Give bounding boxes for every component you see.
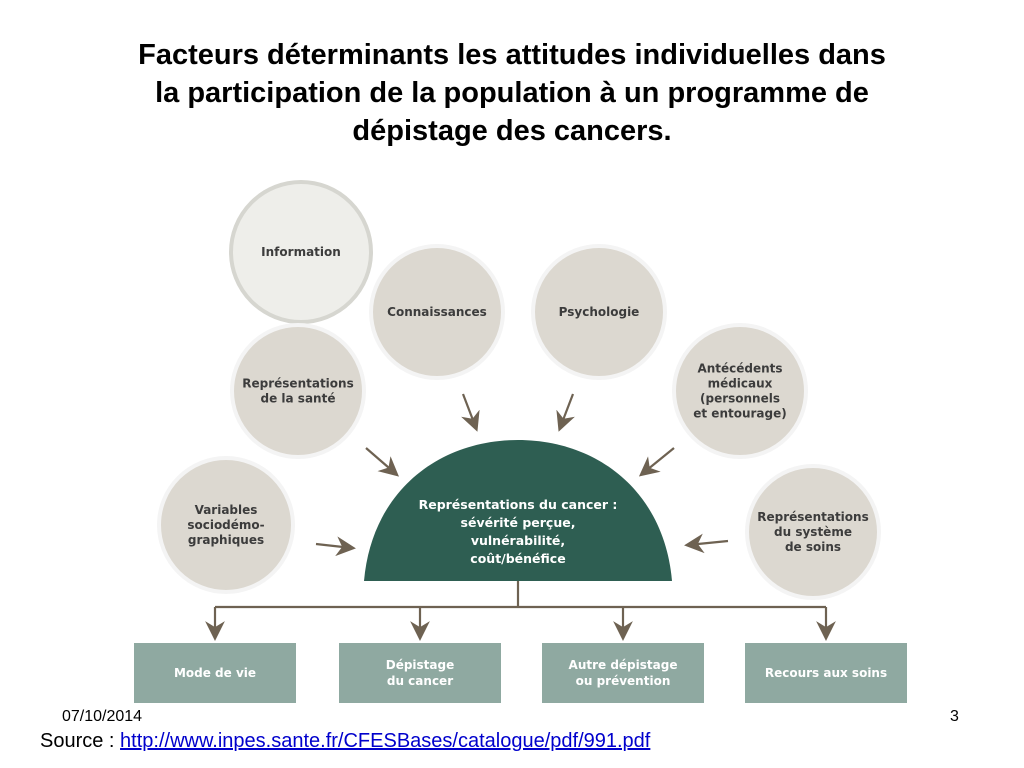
outcome-label-line: Dépistage (386, 658, 455, 672)
factor-label-line: de la santé (261, 392, 336, 406)
outcome-label-line: Mode de vie (174, 666, 256, 680)
title-line-2: la participation de la population à un p… (155, 77, 869, 109)
factor-arrow-3 (365, 447, 399, 477)
factor-arrow-2 (556, 393, 575, 432)
center-label-line: Représentations du cancer : (419, 497, 618, 512)
factor-label-line: (personnels (700, 392, 780, 406)
factor-label-line: Connaissances (387, 305, 487, 319)
factor-psychologie: Psychologie (531, 244, 667, 380)
outcome-label-line: ou prévention (576, 674, 671, 688)
center-dome: Représentations du cancer : sévérité perç… (364, 440, 672, 581)
outcome-label-line: du cancer (387, 674, 453, 688)
outcome-label-line: Recours aux soins (765, 666, 887, 680)
factor-circle (229, 180, 373, 324)
outcome-boxes: Mode de vie Dépistage du cancer Autre dépis… (134, 643, 907, 703)
factor-label-line: Variables (195, 503, 258, 517)
factor-label-line: Représentations (242, 377, 353, 391)
dome-shape (364, 440, 672, 581)
factor-label-line: Représentations (757, 510, 868, 524)
factor-circle (672, 323, 808, 459)
center-representation: Représentations du cancer : sévérité perç… (364, 440, 672, 581)
outcome-box (339, 643, 501, 703)
factor-label-line: et entourage) (693, 407, 787, 421)
factor-information: Information (229, 180, 373, 324)
center-label-line: coût/bénéfice (470, 551, 565, 566)
source-link[interactable]: http://www.inpes.sante.fr/CFESBases/cata… (120, 730, 651, 752)
factor-circle (230, 323, 366, 459)
source-label: Source : (40, 730, 121, 752)
outcome-label-line: Autre dépistage (569, 658, 678, 672)
outcome-box (134, 643, 296, 703)
outcome-recours-soins: Recours aux soins (745, 643, 907, 703)
title-line-1: Facteurs déterminants les attitudes indi… (138, 39, 886, 71)
factor-label-line: médicaux (708, 377, 773, 391)
page-number: 3 (950, 708, 959, 725)
footer-date: 07/10/2014 (62, 708, 143, 725)
factor-circle (531, 244, 667, 380)
source-line: Source : http://www.inpes.sante.fr/CFESB… (40, 730, 650, 753)
outcome-mode-de-vie: Mode de vie (134, 643, 296, 703)
factor-label-line: du système (774, 525, 852, 539)
factor-circle (157, 456, 295, 594)
outcome-depistage-cancer: Dépistage du cancer (339, 643, 501, 703)
outcome-connectors (205, 581, 836, 641)
factor-connaissances: Connaissances (369, 244, 505, 380)
outcome-box (542, 643, 704, 703)
factor-label-line: Antécédents (697, 362, 782, 376)
factor-label-line: de soins (785, 540, 841, 554)
factor-label-line: graphiques (188, 533, 264, 547)
slide-title: Facteurs déterminants les attitudes indi… (40, 36, 984, 150)
factor-arrow-4 (638, 447, 675, 477)
center-label-line: vulnérabilité, (471, 533, 565, 548)
factor-arrow-5 (315, 536, 356, 557)
outcome-box (745, 643, 907, 703)
factor-circle (745, 464, 881, 600)
factor-arrow-6 (684, 533, 729, 554)
factor-label-line: Information (261, 245, 341, 259)
factor-arrows (315, 393, 729, 557)
center-label-line: sévérité perçue, (461, 515, 576, 530)
factor-circle (369, 244, 505, 380)
outcome-autre-depistage: Autre dépistage ou prévention (542, 643, 704, 703)
title-line-3: dépistage des cancers. (352, 115, 672, 147)
factor-label-line: Psychologie (559, 305, 640, 319)
factor-label-line: sociodémo- (187, 518, 264, 532)
factor-arrow-1 (461, 393, 480, 432)
